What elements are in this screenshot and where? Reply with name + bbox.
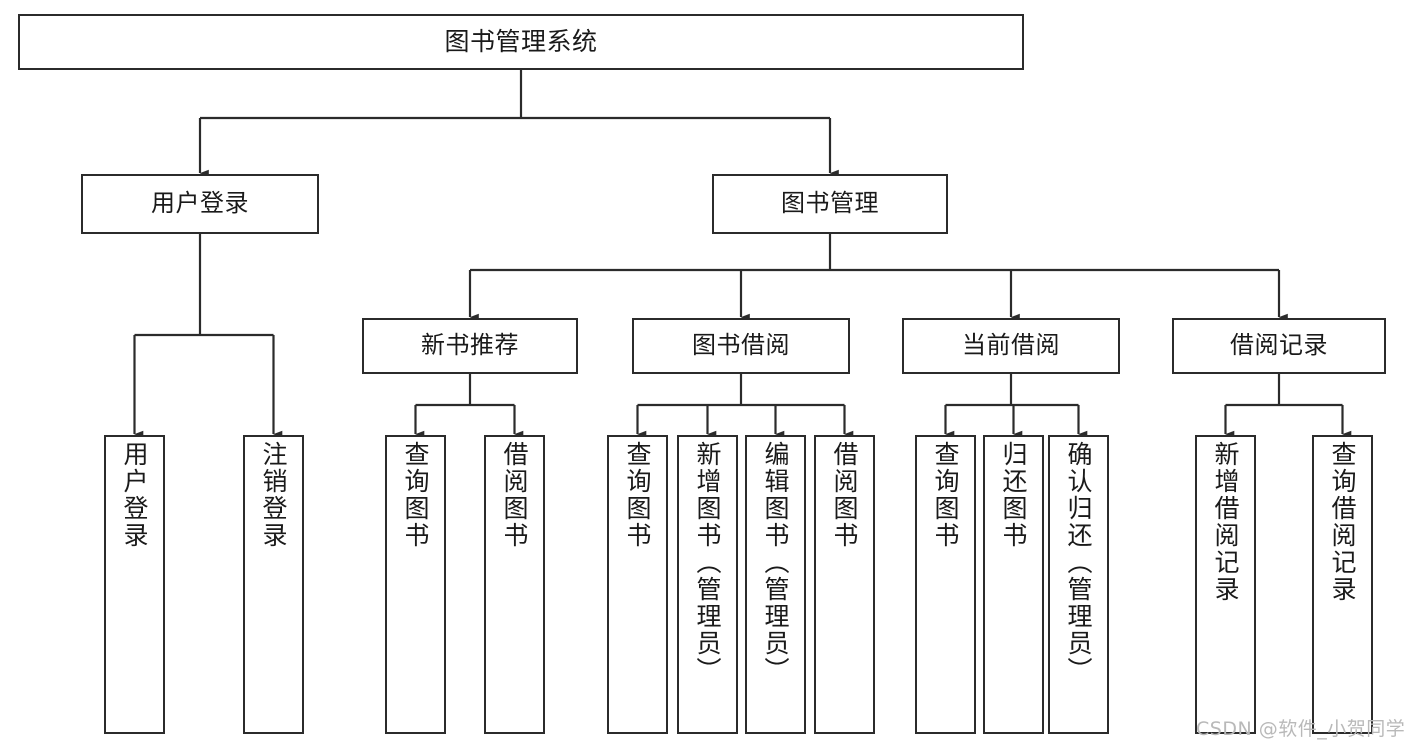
node-label: 编辑图书（管理员） [761,441,790,684]
node-leaf-cur-1[interactable]: 查询图书 [915,435,976,734]
node-label: 新书推荐 [421,331,519,360]
node-label: 查询图书 [623,441,652,549]
node-label: 图书借阅 [692,331,790,360]
node-label: 新增借阅记录 [1211,441,1240,603]
node-leaf-rec-1[interactable]: 新增借阅记录 [1195,435,1256,734]
node-leaf-bor-1[interactable]: 查询图书 [607,435,668,734]
node-leaf-login-1[interactable]: 用户登录 [104,435,165,734]
node-label: 注销登录 [259,441,288,549]
node-label: 新增图书（管理员） [693,441,722,684]
node-label: 用户登录 [120,441,149,549]
node-label: 图书管理系统 [444,26,598,56]
node-root[interactable]: 图书管理系统 [18,14,1024,70]
node-leaf-bor-3[interactable]: 编辑图书（管理员） [745,435,806,734]
node-leaf-cur-2[interactable]: 归还图书 [983,435,1044,734]
node-label: 查询图书 [401,441,430,549]
node-leaf-rec-2[interactable]: 查询借阅记录 [1312,435,1373,734]
node-label: 查询借阅记录 [1328,441,1357,603]
node-label: 确认归还（管理员） [1064,441,1093,684]
node-current[interactable]: 当前借阅 [902,318,1120,374]
node-leaf-new-2[interactable]: 借阅图书 [484,435,545,734]
node-label: 借阅记录 [1230,331,1328,360]
node-label: 借阅图书 [500,441,529,549]
node-leaf-bor-2[interactable]: 新增图书（管理员） [677,435,738,734]
node-borrow[interactable]: 图书借阅 [632,318,850,374]
node-label: 用户登录 [151,189,249,218]
node-label: 归还图书 [999,441,1028,549]
node-leaf-bor-4[interactable]: 借阅图书 [814,435,875,734]
node-label: 查询图书 [931,441,960,549]
node-records[interactable]: 借阅记录 [1172,318,1386,374]
node-label: 图书管理 [781,189,879,218]
node-leaf-new-1[interactable]: 查询图书 [385,435,446,734]
node-leaf-login-2[interactable]: 注销登录 [243,435,304,734]
node-bookmgmt[interactable]: 图书管理 [712,174,948,234]
node-label: 当前借阅 [962,331,1060,360]
node-newbook[interactable]: 新书推荐 [362,318,578,374]
node-login[interactable]: 用户登录 [81,174,319,234]
node-label: 借阅图书 [830,441,859,549]
node-leaf-cur-3[interactable]: 确认归还（管理员） [1048,435,1109,734]
